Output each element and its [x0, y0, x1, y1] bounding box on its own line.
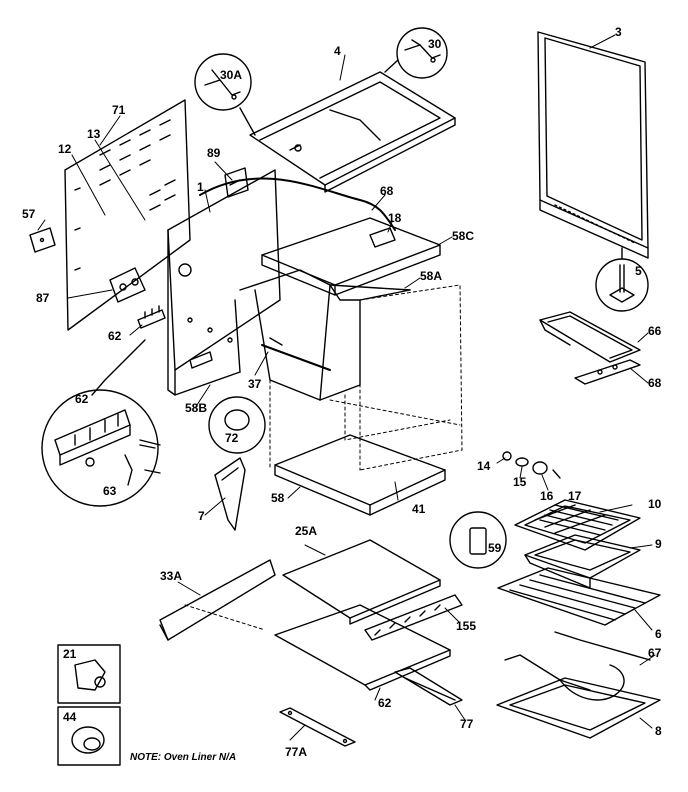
part-label-18: 18 — [388, 211, 402, 225]
part-label-14: 14 — [477, 459, 491, 473]
part-label-62-terminal: 62 — [108, 329, 122, 343]
oven-rack-part-6 — [497, 567, 661, 626]
bake-element-part-67 — [504, 631, 651, 701]
part-label-1: 1 — [197, 180, 204, 194]
part-label-58c: 58C — [452, 229, 475, 243]
bracket-30-callout — [384, 27, 448, 79]
part-label-87: 87 — [36, 291, 50, 305]
part-label-3: 3 — [615, 25, 622, 39]
part-label-8: 8 — [655, 724, 662, 738]
leveling-foot-5-callout — [595, 247, 649, 312]
part-label-41: 41 — [412, 502, 426, 516]
part-label-63: 63 — [103, 484, 117, 498]
oven-wrap-part-58a — [239, 269, 411, 401]
part-label-5: 5 — [635, 264, 642, 278]
switch-part-18 — [369, 227, 396, 248]
part-label-44: 44 — [63, 710, 77, 724]
bracket-30a-callout — [194, 53, 256, 136]
panel-part-33a — [159, 559, 276, 641]
door-panel-part-25a — [282, 539, 441, 625]
part-label-30: 30 — [428, 37, 442, 51]
broil-pan-insert-part-10 — [514, 499, 641, 551]
terminal-block-62-callout — [41, 339, 161, 507]
part-label-12: 12 — [58, 142, 72, 156]
handle-part-7 — [214, 457, 246, 531]
vent-part-155 — [364, 594, 463, 641]
part-label-68-element: 68 — [648, 376, 662, 390]
drawer-panel-part-62 — [274, 604, 451, 691]
wiring-harness-part-68 — [199, 177, 396, 231]
part-label-7: 7 — [198, 509, 205, 523]
oven-bottom-part-58 — [274, 434, 446, 516]
rear-panel-part-71 — [64, 99, 191, 331]
part-label-57: 57 — [22, 207, 36, 221]
side-panel-part-3 — [537, 31, 649, 259]
part-label-25a: 25A — [295, 524, 318, 538]
part-label-89: 89 — [207, 146, 221, 160]
part-label-37: 37 — [248, 377, 262, 391]
part-label-58: 58 — [271, 491, 285, 505]
part-label-155: 155 — [456, 619, 477, 633]
top-panel-part-4 — [249, 71, 456, 193]
terminal-block-part-87 — [109, 267, 146, 303]
part-label-33a: 33A — [160, 569, 183, 583]
part-label-68-top: 68 — [380, 184, 394, 198]
part-label-77: 77 — [460, 717, 474, 731]
oven-liner-note: NOTE: Oven Liner N/A — [130, 752, 237, 763]
oven-top-part-58c — [261, 217, 441, 296]
oven-liner-outline — [269, 284, 463, 471]
knobs-parts-14-17 — [502, 451, 561, 479]
part-label-66: 66 — [648, 324, 662, 338]
part-label-15: 15 — [513, 475, 527, 489]
part-label-6: 6 — [655, 627, 662, 641]
part-label-62-callout: 62 — [75, 392, 89, 406]
part-label-21: 21 — [63, 647, 77, 661]
part-label-77a: 77A — [285, 745, 308, 759]
rail-part-77a — [279, 707, 356, 747]
part-label-17: 17 — [568, 489, 582, 503]
part-label-72: 72 — [225, 431, 239, 445]
part-label-10: 10 — [648, 497, 662, 511]
inset-box-44 — [57, 706, 121, 766]
part-label-9: 9 — [655, 537, 662, 551]
rail-part-77 — [394, 667, 463, 706]
sensor-part-37 — [261, 337, 331, 371]
oven-bottom-liner-part-8 — [496, 677, 661, 739]
leader-lines — [37, 34, 656, 741]
oven-frame-part-1 — [167, 169, 281, 396]
part-label-62-drawer: 62 — [378, 696, 392, 710]
part-label-71: 71 — [112, 103, 126, 117]
inset-box-21 — [57, 644, 121, 704]
part-label-58b: 58B — [185, 401, 208, 415]
light-72-callout — [208, 396, 266, 454]
terminal-block-part-62 — [137, 305, 166, 329]
part-label-59: 59 — [488, 541, 502, 555]
part-label-4: 4 — [334, 44, 341, 58]
plate-part-57 — [29, 227, 56, 253]
part-label-67: 67 — [648, 646, 662, 660]
bake-element-part-66 — [539, 311, 641, 385]
broil-pan-part-9 — [524, 534, 641, 589]
part-label-30a: 30A — [220, 68, 243, 82]
part-label-16: 16 — [540, 489, 554, 503]
bushing-59-callout — [449, 511, 507, 569]
part-label-58a: 58A — [420, 269, 443, 283]
part-label-13: 13 — [87, 127, 101, 141]
